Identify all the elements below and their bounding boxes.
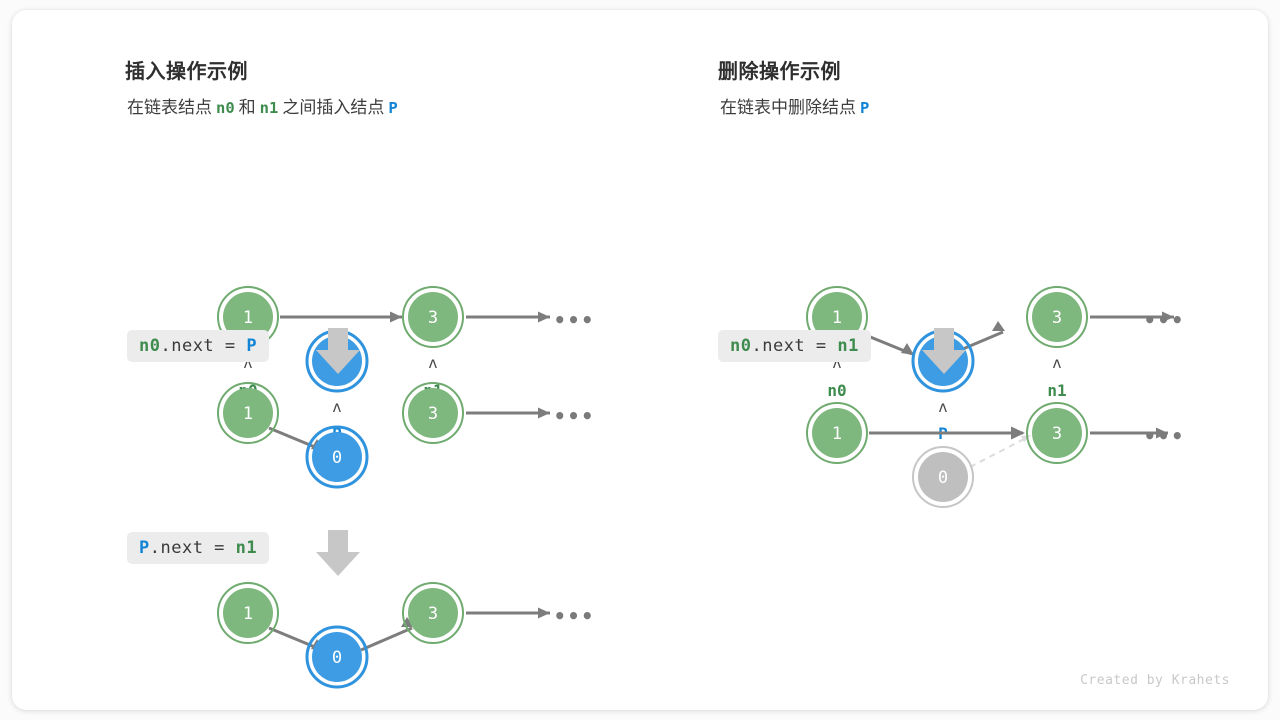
subtitle-text-part2: 和 [238, 98, 256, 117]
arrowhead-n1-tail [1162, 311, 1174, 323]
caret-icon-n1: ʌ [429, 354, 438, 372]
node-n0: 1 [806, 402, 868, 464]
node-n0-value: 1 [243, 308, 253, 328]
left-step2-diagram: ••• 1 0 3 [217, 382, 594, 489]
subtitle-text-part1: 在链表中删除结点 [720, 98, 856, 117]
ellipsis-dots: ••• [1143, 308, 1184, 332]
block-down-arrow-icon [922, 328, 966, 374]
node-n1-value: 3 [1052, 308, 1062, 328]
caret-icon-n1: ʌ [1053, 354, 1062, 372]
node-n1-value: 3 [428, 308, 438, 328]
pointer-label-n1: n1 [1047, 381, 1066, 400]
arrowhead-stale-link [1021, 435, 1031, 442]
right-panel-title: 删除操作示例 [718, 61, 841, 83]
node-p: 0 [305, 425, 369, 489]
ellipsis-dots: ••• [553, 404, 594, 428]
node-n1: 3 [1026, 402, 1088, 464]
node-p-value: 0 [332, 648, 342, 668]
node-n1: 3 [1026, 286, 1088, 348]
subtitle-code-n1: n1 [259, 99, 279, 117]
code-target: P [139, 538, 150, 558]
link-p-to-n1 [360, 626, 413, 652]
node-p-value: 0 [332, 448, 342, 468]
node-n0-value: 1 [832, 308, 842, 328]
down-arrow-1 [316, 328, 360, 374]
node-n0-value: 1 [243, 604, 253, 624]
node-n0-value: 1 [832, 424, 842, 444]
ellipsis-dots: ••• [1143, 424, 1184, 448]
down-arrow-2 [316, 530, 360, 576]
code-prop: .next = [160, 336, 247, 356]
code-target: n0 [139, 336, 161, 356]
right-step2-diagram: ••• 1 0 3 [806, 402, 1184, 508]
caret-icon-p: ʌ [333, 398, 342, 416]
code-prop: .next = [149, 538, 236, 558]
arrowhead-n1-tail [538, 407, 550, 419]
node-n0: 1 [217, 382, 279, 444]
caret-icon-n0: ʌ [833, 354, 842, 372]
left-step3-diagram: ••• 1 0 3 [217, 582, 594, 689]
arrowhead-n1-tail [1156, 427, 1168, 439]
left-panel-title: 插入操作示例 [125, 61, 248, 83]
arrowhead-n1-tail [538, 607, 550, 619]
subtitle-text-part1: 在链表结点 [127, 98, 212, 117]
code-prop: .next = [751, 336, 838, 356]
subtitle-code-n0: n0 [216, 99, 235, 117]
node-n1: 3 [402, 286, 464, 348]
dashed-stale-link [969, 436, 1029, 468]
node-n0-value: 1 [243, 404, 253, 424]
arrowhead-n0-p [901, 343, 914, 355]
pointer-label-n0: n0 [827, 381, 846, 400]
node-n1-value: 3 [1052, 424, 1062, 444]
block-down-arrow-icon [316, 530, 360, 576]
ellipsis-dots: ••• [553, 308, 594, 332]
code-value: n1 [837, 336, 859, 356]
subtitle-code-p: P [388, 99, 398, 117]
arrowhead-p-n1 [992, 321, 1005, 331]
credit-text: Created by Krahets [1080, 673, 1230, 688]
left-step1-diagram: ••• 1 ʌ n0 0 ʌ P 3 ʌ [217, 286, 594, 443]
node-deleted: 0 [912, 446, 974, 508]
ellipsis-dots: ••• [553, 604, 594, 628]
code-badge-n0-next-n1: n0.next = n1 [718, 330, 871, 362]
block-down-arrow-icon [316, 328, 360, 374]
code-target: n0 [730, 336, 752, 356]
caret-icon-n0: ʌ [244, 354, 253, 372]
code-value: n1 [235, 538, 258, 558]
node-n1: 3 [402, 382, 464, 444]
node-p: 0 [305, 625, 369, 689]
right-step1-diagram: ••• 1 ʌ n0 0 ʌ P 3 ʌ n1 [806, 286, 1184, 443]
node-deleted-value: 0 [938, 468, 948, 488]
code-badge-p-next-n1: P.next = n1 [127, 532, 270, 564]
node-n0: 1 [217, 582, 279, 644]
arrowhead-n0-n1 [1011, 426, 1025, 440]
subtitle-text-part3: 之间插入结点 [282, 98, 385, 117]
arrowhead-n0-n1 [390, 311, 402, 323]
node-n1-value: 3 [428, 404, 438, 424]
arrowhead-n1-tail [538, 311, 550, 323]
subtitle-code-p: P [860, 99, 870, 117]
code-value: P [246, 336, 258, 356]
node-n1-value: 3 [428, 604, 438, 624]
down-arrow-right [922, 328, 966, 374]
caret-icon-p: ʌ [939, 398, 948, 416]
code-badge-n0-next-p: n0.next = P [127, 330, 270, 362]
node-n1: 3 [402, 582, 464, 644]
